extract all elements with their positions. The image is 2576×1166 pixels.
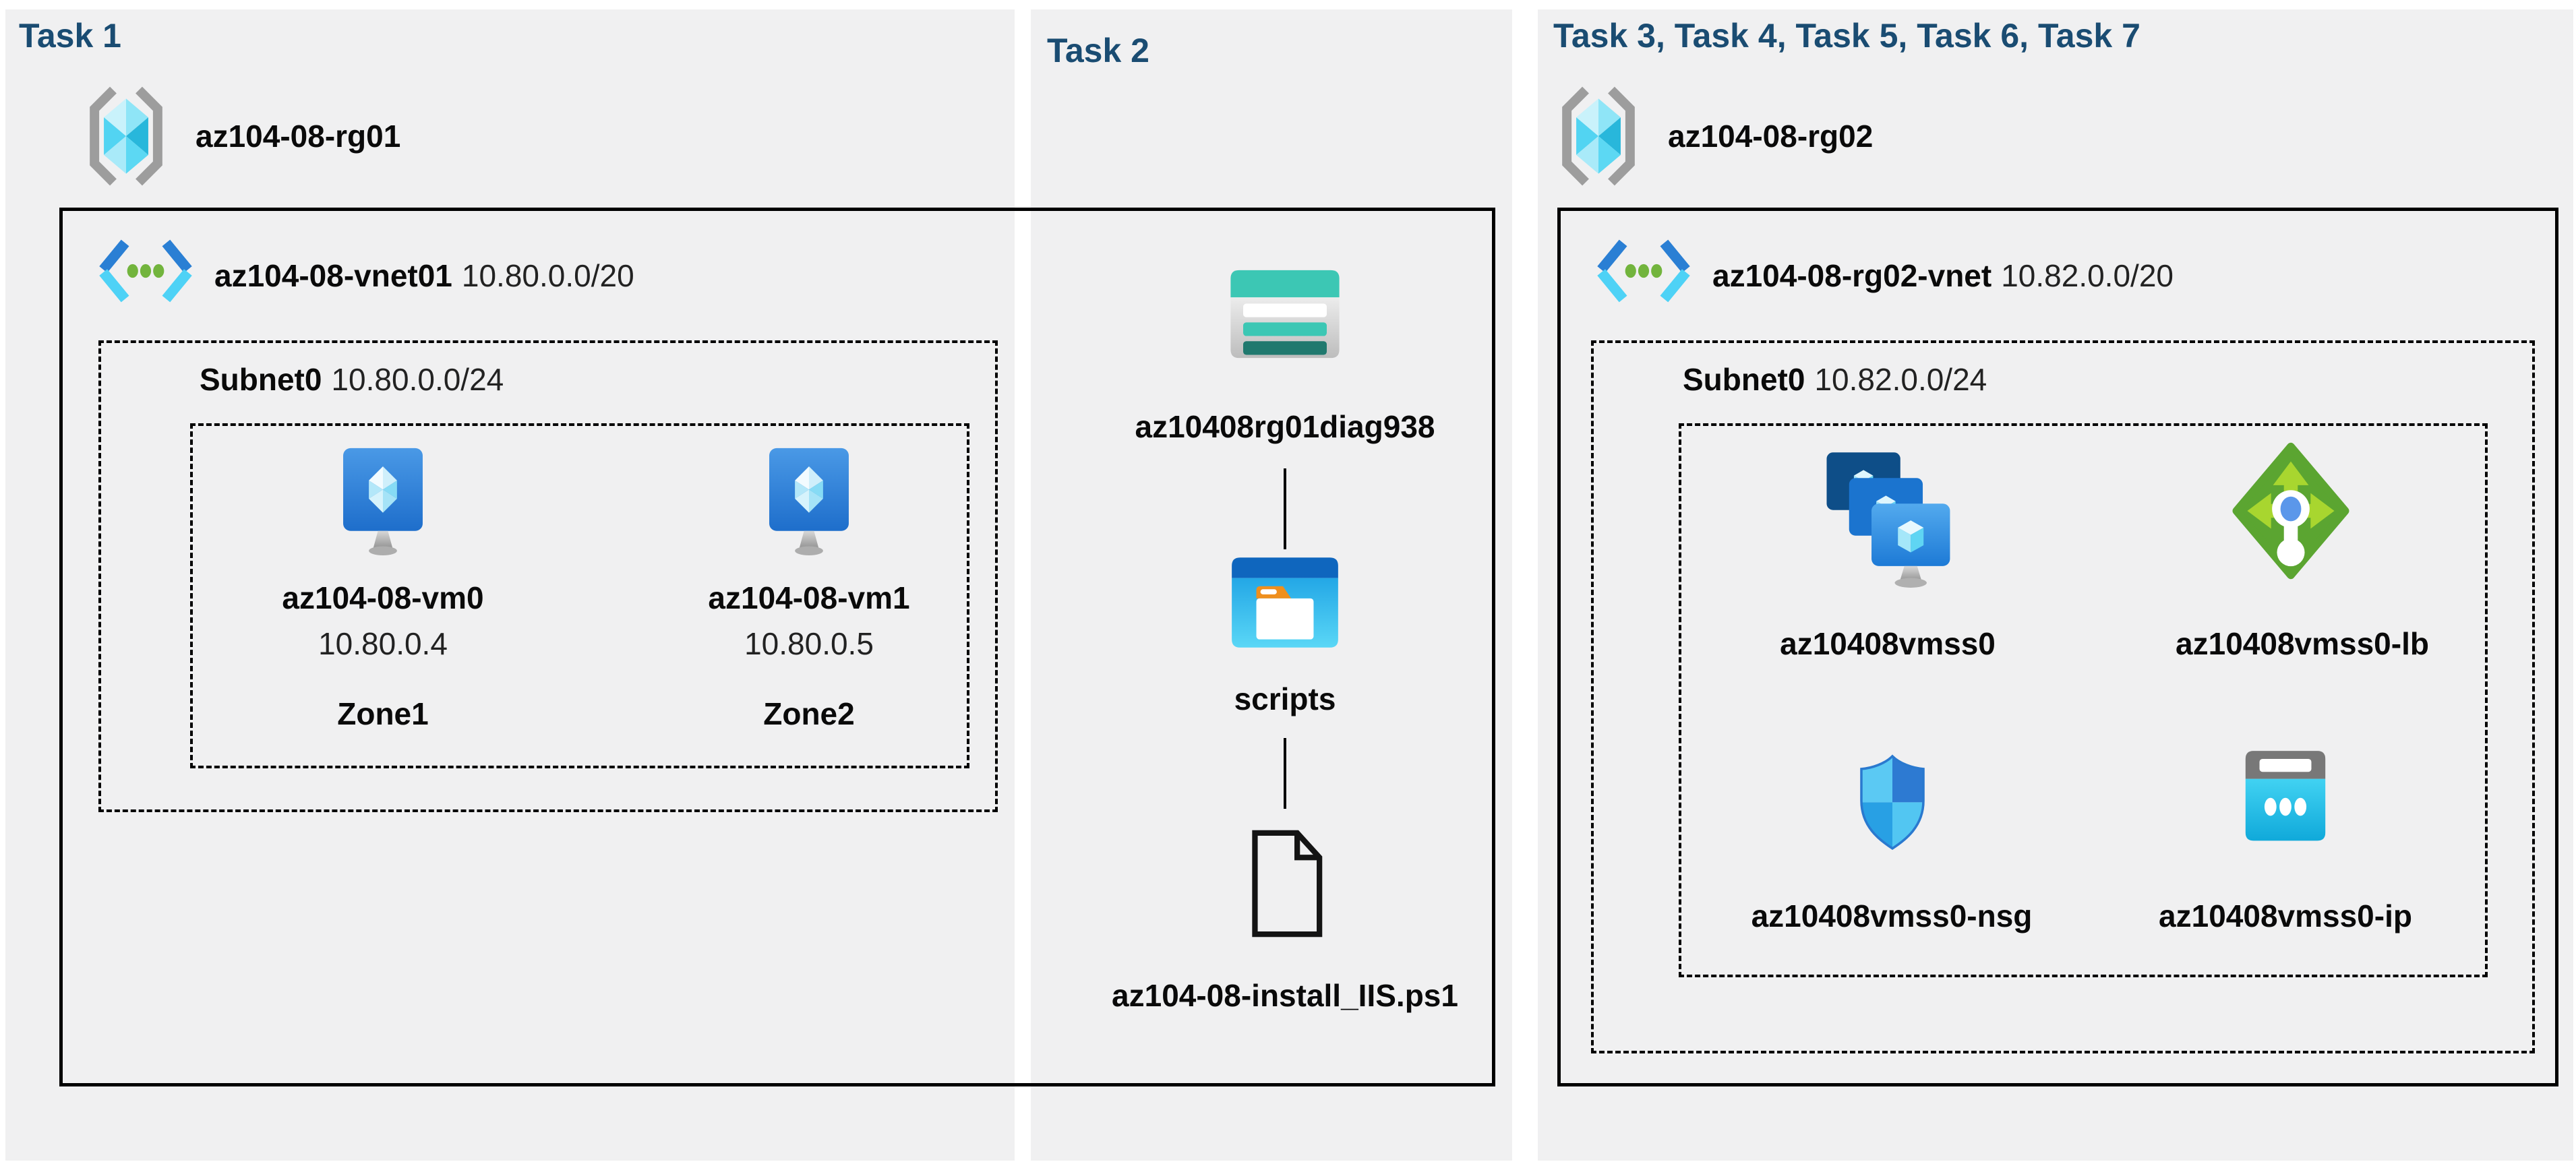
storage-account-name: az10408rg01diag938 bbox=[1135, 409, 1435, 444]
task3-heading: Task 3, Task 4, Task 5, Task 6, Task 7 bbox=[1553, 17, 2140, 55]
vm-name: az104-08-vm1 bbox=[708, 580, 910, 615]
task1-heading: Task 1 bbox=[19, 17, 121, 55]
vnet2-boundary-box bbox=[1557, 208, 2558, 1086]
storage-account-icon bbox=[1222, 257, 1348, 371]
task2-heading: Task 2 bbox=[1047, 32, 1149, 69]
vmss-name: az10408vmss0 bbox=[1780, 626, 1996, 661]
connector-line bbox=[1284, 738, 1286, 809]
blob-container-icon bbox=[1224, 547, 1346, 658]
task1-panel bbox=[5, 9, 1015, 1161]
subnet2-label: Subnet0 10.82.0.0/24 bbox=[1683, 361, 1987, 398]
vnet-cidr: 10.80.0.0/20 bbox=[461, 258, 634, 293]
vnet2-label: az104-08-rg02-vnet 10.82.0.0/20 bbox=[1712, 257, 2174, 294]
virtual-machine-icon bbox=[763, 445, 855, 561]
task3-panel bbox=[1538, 9, 2573, 1161]
virtual-network-icon bbox=[1592, 235, 1695, 307]
vnet-cidr: 10.82.0.0/20 bbox=[2001, 258, 2174, 293]
vmss-resources-box bbox=[1679, 423, 2488, 977]
script-file-icon bbox=[1240, 821, 1329, 946]
vm-ip: 10.80.0.4 bbox=[318, 626, 448, 661]
subnet-name: Subnet0 bbox=[1683, 362, 1805, 397]
virtual-machine-icon bbox=[337, 445, 429, 561]
subnet2-box bbox=[1591, 340, 2535, 1053]
vm-zone-box bbox=[190, 423, 969, 768]
load-balancer-name: az10408vmss0-lb bbox=[2176, 626, 2429, 661]
vm-name: az104-08-vm0 bbox=[282, 580, 484, 615]
vnet1-boundary-box bbox=[59, 208, 1495, 1086]
vnet1-label: az104-08-vnet01 10.80.0.0/20 bbox=[214, 257, 634, 294]
load-balancer-icon bbox=[2231, 439, 2350, 582]
resource-group-icon bbox=[86, 85, 166, 187]
vm-zone: Zone1 bbox=[337, 696, 429, 731]
vm-ip: 10.80.0.5 bbox=[744, 626, 874, 661]
vnet-name: az104-08-rg02-vnet bbox=[1712, 258, 1992, 293]
connector-line bbox=[1284, 468, 1286, 549]
script-file-name: az104-08-install_IIS.ps1 bbox=[1112, 978, 1458, 1013]
container-name: scripts bbox=[1234, 681, 1336, 716]
resource-group-name: az104-08-rg02 bbox=[1668, 119, 1874, 154]
public-ip-icon bbox=[2236, 741, 2335, 849]
subnet-name: Subnet0 bbox=[200, 362, 322, 397]
subnet1-box bbox=[98, 340, 998, 812]
subnet1-label: Subnet0 10.80.0.0/24 bbox=[200, 361, 504, 398]
public-ip-name: az10408vmss0-ip bbox=[2159, 898, 2412, 933]
subnet-cidr: 10.82.0.0/24 bbox=[1814, 362, 1987, 397]
nsg-name: az10408vmss0-nsg bbox=[1751, 898, 2033, 933]
subnet-cidr: 10.80.0.0/24 bbox=[331, 362, 504, 397]
vm-zone: Zone2 bbox=[763, 696, 855, 731]
resource-group-name: az104-08-rg01 bbox=[196, 119, 401, 154]
vm-scale-set-icon bbox=[1820, 448, 1952, 588]
network-security-group-icon bbox=[1853, 740, 1932, 865]
vnet-name: az104-08-vnet01 bbox=[214, 258, 452, 293]
resource-group-icon bbox=[1559, 85, 1638, 187]
virtual-network-icon bbox=[94, 235, 197, 307]
